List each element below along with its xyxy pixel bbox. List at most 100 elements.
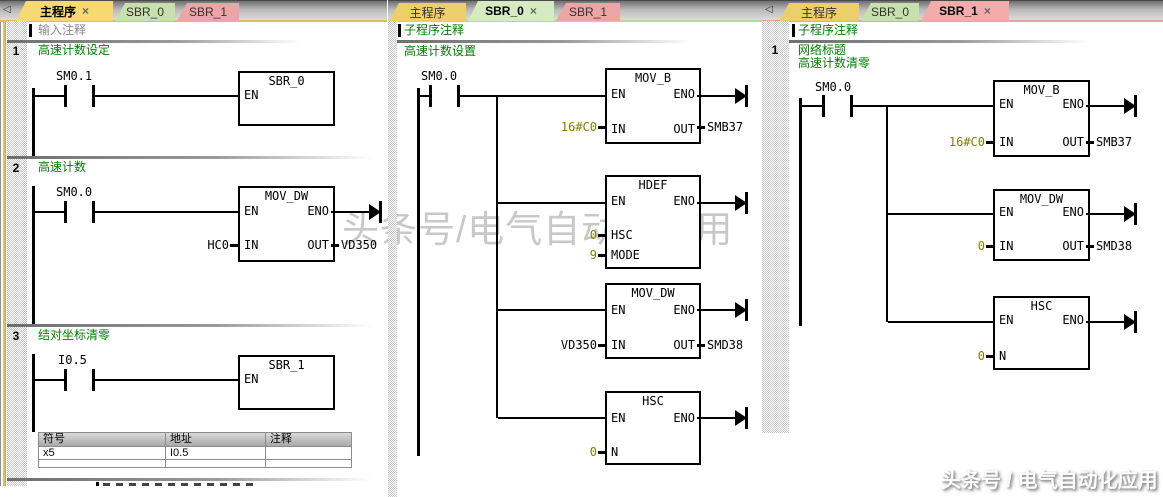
network-title[interactable]: 高速计数设定 [38,43,111,57]
network-divider [789,40,1099,43]
subroutine-call-box-sbr1[interactable]: SBR_1 EN [238,355,335,410]
instruction-box-mov-dw[interactable]: MOV_DW EN ENO IN OUT [605,283,701,359]
pin-eno: ENO [673,87,695,101]
cell-symbol[interactable]: x5 [39,446,166,459]
network-title[interactable]: 高速计数设置 [404,44,477,58]
pin-tick [1086,245,1094,248]
pin-eno: ENO [1062,313,1084,327]
input-operand[interactable]: 0 [977,349,985,363]
wire [498,309,607,311]
wire [888,213,994,215]
input-operand[interactable]: 16#C0 [948,135,985,149]
tab-sbr0[interactable]: SBR_0 × [468,1,554,21]
box-title: HDEF [638,178,668,192]
network-number: 1 [12,44,20,58]
instruction-box-mov-b[interactable]: MOV_B EN ENO IN OUT [993,80,1090,157]
wire [95,211,240,213]
no-contact[interactable] [64,369,95,391]
output-operand[interactable]: SMB37 [1096,135,1133,149]
contact-operand[interactable]: SM0.0 [56,185,93,199]
instruction-box-mov-dw[interactable]: MOV_DW EN ENO IN OUT [993,189,1090,261]
tab-sbr0[interactable]: SBR_0 [861,3,919,21]
no-contact[interactable] [429,85,460,107]
tab-label: SBR_0 [485,4,524,18]
network-title[interactable]: 高速计数 [38,160,87,174]
continuation-arrow-bar [1134,95,1137,117]
contact-operand[interactable]: SM0.1 [56,69,93,83]
contact-operand[interactable]: SM0.0 [815,80,852,94]
box-title: HSC [1030,299,1053,313]
input-operand[interactable]: 0 [589,445,597,459]
pin-eno: ENO [1062,205,1084,219]
input-operand[interactable]: HC0 [207,238,229,252]
tab-sbr1[interactable]: SBR_1 [556,3,620,21]
subroutine-call-box-sbr0[interactable]: SBR_0 EN [238,71,335,126]
tab-label: 主程序 [409,5,446,20]
symbol-table-empty-row [39,459,351,467]
tab-sbr1[interactable]: SBR_1 × [921,1,1009,21]
subroutine-comment[interactable]: 子程序注释 [404,23,465,37]
input-operand[interactable]: VD350 [560,338,597,352]
box-title: SBR_1 [268,358,305,372]
instruction-box-hsc[interactable]: HSC EN ENO N [605,391,701,465]
symbol-table-row: x5 I0.5 [39,446,351,459]
tab-sbr1[interactable]: SBR_1 [177,3,239,21]
network-title[interactable]: 结对坐标清零 [38,328,111,342]
continuation-arrow-bar [745,85,748,107]
contact-operand[interactable]: SM0.0 [421,69,458,83]
pin-eno: ENO [673,411,695,425]
pin-tick [598,234,605,237]
input-operand[interactable]: 16#C0 [560,120,597,134]
tab-main-program[interactable]: 主程序 × [16,1,113,21]
network-title-line2[interactable]: 高速计数清零 [798,56,871,70]
output-operand[interactable]: SMB37 [707,120,744,134]
instruction-box-hsc[interactable]: HSC EN ENO N [993,296,1090,370]
wire [32,379,66,381]
continuation-arrow-icon [1124,206,1136,222]
tab-main-program[interactable]: 主程序 [389,3,466,21]
subroutine-comment[interactable]: 子程序注释 [798,23,859,37]
input-operand[interactable]: 9 [589,248,597,262]
tab-close-icon[interactable]: × [82,4,90,18]
instruction-box-hdef[interactable]: HDEF EN ENO HSC MODE [605,175,701,269]
instruction-box-mov-dw[interactable]: MOV_DW EN ENO IN OUT [238,186,335,262]
pin-tick [331,244,339,247]
output-operand[interactable]: SMD38 [707,338,744,352]
instruction-box-mov-b[interactable]: MOV_B EN ENO IN OUT [605,68,701,144]
no-contact[interactable] [64,85,95,107]
network-divider [7,478,385,481]
cell-address[interactable]: I0.5 [166,446,266,459]
no-contact[interactable] [822,95,853,117]
network-number: 2 [12,161,20,175]
pin-tick [230,244,238,247]
input-operand[interactable]: 0 [589,228,597,242]
no-contact[interactable] [64,201,95,223]
symbol-table-header: 符号 地址 注释 [39,433,351,446]
contact-operand[interactable]: I0.5 [58,353,87,367]
comment-marker [792,24,795,37]
pin-tick [986,355,993,358]
tab-scroll-left-icon[interactable]: ◁ [3,4,11,15]
tab-sbr0[interactable]: SBR_0 [115,3,175,21]
clipped-comment-marker [96,482,99,486]
pin-in: IN [244,238,259,252]
tab-main-program[interactable]: 主程序 [779,3,859,21]
wire [95,379,240,381]
tab-scroll-left-icon[interactable]: ◁ [765,4,773,15]
pin-en: EN [244,204,259,218]
tab-close-icon[interactable]: × [983,4,991,18]
continuation-arrow-icon [735,410,747,426]
pin-out: OUT [1062,135,1084,149]
pin-en: EN [611,303,626,317]
output-operand[interactable]: SMD38 [1096,239,1133,253]
continuation-arrow-bar [1134,311,1137,333]
input-operand[interactable]: 0 [977,239,985,253]
tab-close-icon[interactable]: × [529,4,537,18]
cell-comment[interactable] [266,446,351,459]
pin-tick [598,344,605,347]
network-title-line1[interactable]: 网络标题 [798,43,847,57]
box-title: MOV_DW [264,189,309,203]
output-operand[interactable]: VD350 [341,238,378,252]
panel2-network-gutter [388,21,397,497]
program-comment[interactable]: 输入注释 [38,23,87,37]
